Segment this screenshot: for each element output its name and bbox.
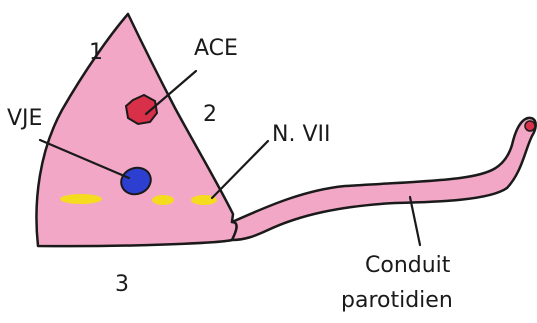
n-vii-label: N. VII [272,122,330,147]
duct-label-line-2: parotidien [341,288,453,313]
side-3-label: 3 [115,272,129,297]
side-2-label: 2 [203,102,217,127]
duct-label-line-1: Conduit [365,253,451,278]
ace-label: ACE [194,36,238,61]
duct-leader-line [410,197,420,245]
n-vii-leader-line [212,141,268,198]
duct-tip [525,121,535,131]
nerve-segment [60,194,102,204]
nerve-segment [152,195,174,205]
vje-label: VJE [7,106,42,131]
side-1-label: 1 [89,40,103,65]
